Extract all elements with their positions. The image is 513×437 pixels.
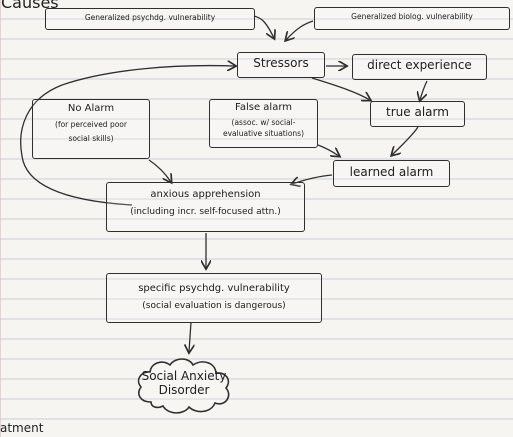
- arrow-false-alarm-to-learned-alarm: [317, 144, 339, 156]
- false-alarm-title: False alarm: [235, 102, 292, 113]
- anxious-apprehension-box: anxious apprehension (including incr. se…: [106, 182, 305, 232]
- social-anxiety-disorder-label: Social Anxiety Disorder: [136, 369, 232, 398]
- direct-experience-text: direct experience: [367, 58, 472, 72]
- no-alarm-detail-2: social skills): [68, 134, 114, 144]
- false-alarm-box: False alarm (assoc. w/ social- evaluativ…: [209, 99, 318, 148]
- false-alarm-detail-1: (assoc. w/ social-: [231, 117, 296, 127]
- no-alarm-title: No Alarm: [67, 103, 115, 114]
- arrow-stressors-to-true-alarm: [311, 77, 370, 100]
- generalized-psych-vulnerability-text: Generalized psychdg. vulnerability: [84, 13, 216, 22]
- arrow-direct-experience-to-true-alarm: [420, 80, 428, 100]
- specific-psych-vulnerability-detail: (social evaluation is dangerous): [142, 300, 286, 311]
- footer-fragment: atment: [0, 421, 44, 435]
- anxious-apprehension-detail: (including incr. self-focused attn.): [130, 206, 281, 217]
- false-alarm-detail-2: evaluative situations): [222, 129, 305, 139]
- no-alarm-detail-1: (for perceived poor: [55, 119, 127, 129]
- causes-heading-fragment: Causes: [1, 0, 59, 12]
- specific-psych-vulnerability-box: specific psychdg. vulnerability (social …: [106, 273, 322, 323]
- generalized-bio-vulnerability-box: Generalized biolog. vulnerability: [314, 7, 510, 30]
- direct-experience-box: direct experience: [352, 54, 487, 80]
- anxious-apprehension-title: anxious apprehension: [150, 189, 261, 200]
- arrow-generalized-psych-to-stressors: [253, 15, 274, 38]
- social-anxiety-line-1: Social Anxiety: [141, 369, 227, 383]
- arrow-generalized-bio-to-stressors: [286, 20, 314, 40]
- stressors-box: Stressors: [237, 52, 325, 78]
- specific-psych-vulnerability-title: specific psychdg. vulnerability: [138, 283, 290, 294]
- true-alarm-box: true alarm: [370, 101, 465, 127]
- generalized-psych-vulnerability-box: Generalized psychdg. vulnerability: [45, 8, 255, 30]
- social-anxiety-line-2: Disorder: [158, 382, 210, 397]
- arrow-true-alarm-to-learned-alarm: [392, 126, 419, 155]
- no-alarm-box: No Alarm (for perceived poor social skil…: [32, 99, 150, 159]
- true-alarm-text: true alarm: [386, 105, 449, 119]
- stressors-text: Stressors: [253, 56, 309, 70]
- arrow-specific-psych-to-social-anxiety: [189, 321, 191, 352]
- learned-alarm-box: learned alarm: [333, 160, 450, 187]
- arrow-no-alarm-to-anxious-apprehension: [148, 159, 171, 182]
- learned-alarm-text: learned alarm: [349, 165, 434, 179]
- margin-line: [0, 0, 1, 437]
- generalized-bio-vulnerability-text: Generalized biolog. vulnerability: [351, 12, 473, 21]
